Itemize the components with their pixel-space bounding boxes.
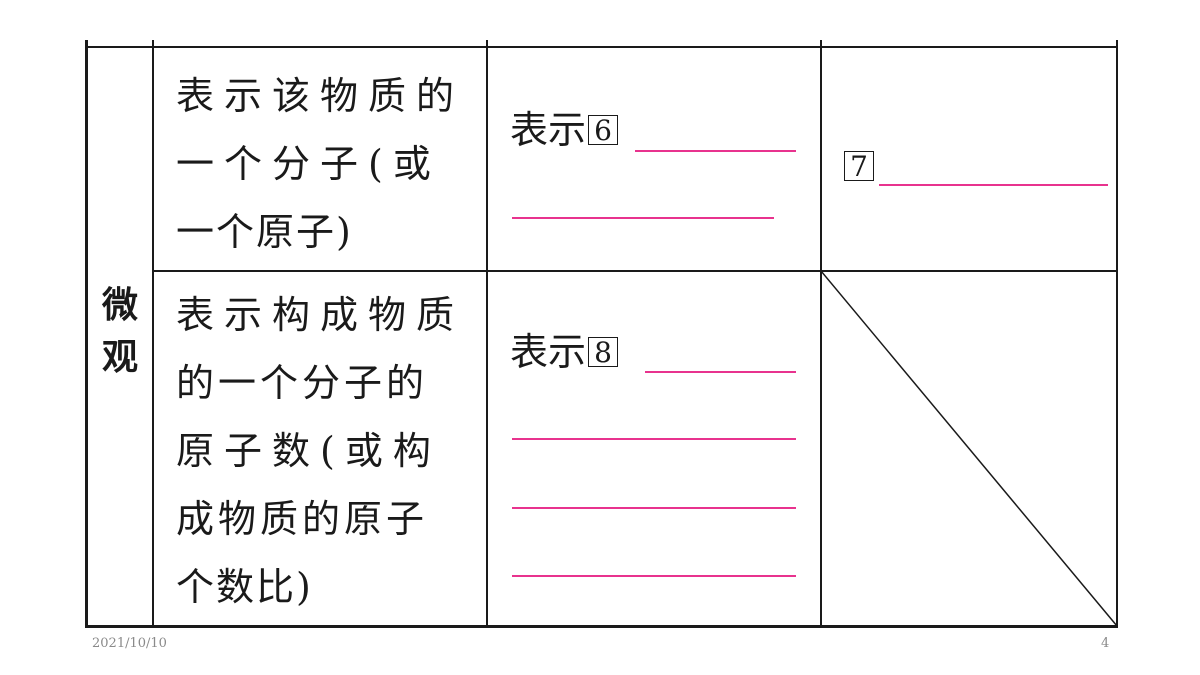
row1-meaning-line-1: 表示该物质的 — [176, 74, 465, 118]
column-divider-3 — [820, 40, 822, 628]
table-bottom-border — [86, 625, 1118, 628]
row1-blank-prefix: 表示 — [510, 108, 587, 152]
blank-6-line-1[interactable] — [635, 150, 796, 152]
page-number: 4 — [1101, 636, 1110, 651]
blank-6-line-2[interactable] — [512, 217, 774, 219]
table-right-border — [1116, 40, 1118, 628]
row2-meaning-line-2: 的一个分子的 — [176, 361, 429, 405]
blank-8-line-4[interactable] — [512, 575, 796, 577]
row2-meaning-line-5: 个数比) — [176, 565, 313, 609]
row2-meaning-line-4: 成物质的原子 — [176, 497, 429, 541]
side-label: 微观 — [101, 285, 138, 378]
column-divider-1 — [152, 40, 154, 628]
row1-third-blank-label: 7 — [844, 144, 874, 188]
blank-8-line-3[interactable] — [512, 507, 796, 509]
blank-7-line[interactable] — [879, 184, 1108, 186]
blank-number-6: 6 — [588, 115, 619, 146]
blank-8-line-2[interactable] — [512, 438, 796, 440]
table-top-border — [86, 46, 1118, 48]
blank-number-7: 7 — [844, 151, 874, 182]
empty-cell-diagonal — [821, 271, 1118, 627]
column-divider-2 — [486, 40, 488, 628]
row2-meaning-line-1: 表示构成物质 — [176, 293, 465, 337]
blank-8-line-1[interactable] — [645, 371, 796, 373]
row1-meaning-line-2: 一个分子(或 — [176, 142, 441, 186]
row-divider — [152, 270, 1118, 272]
table-left-border — [85, 40, 88, 628]
footer-date: 2021/10/10 — [92, 636, 167, 651]
blank-number-8: 8 — [588, 337, 619, 368]
row1-meaning-line-3: 一个原子) — [176, 210, 353, 254]
row2-meaning-line-3: 原子数(或构 — [176, 429, 441, 473]
row2-blank-prefix: 表示 — [510, 330, 587, 374]
